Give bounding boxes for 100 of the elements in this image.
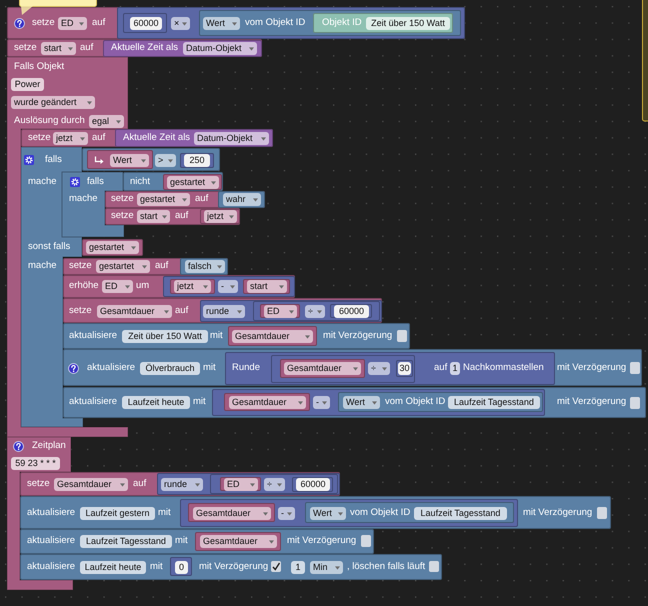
text-field: 1 (291, 560, 305, 574)
block-label: aktualisiere (69, 329, 118, 343)
arithmetic-block (253, 301, 380, 321)
dropdown: ED (102, 280, 133, 292)
variable-block (243, 279, 290, 294)
text-field: Ölverbrauch (140, 362, 200, 374)
variable-block (82, 239, 143, 256)
block-label: setze (27, 477, 50, 491)
dropdown: Wert (343, 396, 380, 408)
variable-block (220, 477, 261, 491)
dropdown: gestartet (137, 192, 190, 206)
text-field: 1 (450, 362, 460, 374)
text-field: Laufzeit Tagesstand (414, 506, 507, 520)
block-label: vom Objekt ID (350, 506, 410, 520)
block-label: aktualisiere (27, 506, 76, 520)
variable-block (188, 503, 275, 522)
compare-block (82, 148, 220, 171)
dropdown: ÷ (305, 304, 325, 318)
number-field: 250 (184, 154, 210, 166)
block-label: Nachkommastellen (463, 361, 544, 375)
block-label: sonst falls (28, 240, 70, 254)
number-field: 30 (398, 362, 411, 374)
current-time-block (103, 40, 262, 57)
block-label: mit (210, 329, 223, 343)
dropdown: Gesamtdauer (97, 304, 172, 318)
variable-block (228, 326, 317, 346)
block-label: auf (80, 41, 94, 55)
variable-block (87, 150, 153, 169)
text-field: Power (11, 78, 44, 90)
update-state-block (63, 387, 646, 418)
block-label: aktualisiere (87, 361, 136, 375)
block-label: mit Verzögerung (287, 534, 356, 548)
text-field: Laufzeit heute (122, 396, 190, 408)
set-variable-block (63, 298, 382, 323)
dropdown: gestartet (86, 240, 139, 254)
block-label: mit (203, 361, 216, 375)
set-variable-block (105, 208, 240, 225)
block-label: falls (45, 153, 62, 167)
dropdown: gestartet (96, 260, 150, 272)
dropdown: wurde geändert (11, 96, 95, 108)
dropdown: Datum-Objekt (183, 42, 257, 54)
number-field: 60000 (130, 16, 162, 30)
block-label: aktualisiere (27, 534, 76, 548)
variable-block (280, 359, 365, 378)
arithmetic-block (212, 389, 545, 416)
set-variable-block (63, 258, 228, 275)
dropdown: - (278, 506, 295, 520)
dropdown: Wert (110, 154, 149, 166)
update-state-block (63, 349, 642, 386)
object-id-block (313, 13, 453, 33)
dropdown: start (247, 280, 287, 292)
dropdown: Datum-Objekt (194, 132, 269, 144)
block-label: mache (28, 175, 57, 189)
update-state-block (63, 323, 410, 349)
dropdown: falsch (185, 260, 225, 272)
dropdown: Gesamtdauer (54, 478, 128, 490)
block-label: Aktuelle Zeit als (111, 41, 178, 55)
text-field: Laufzeit gestern (80, 506, 155, 520)
block-label: Aktuelle Zeit als (123, 131, 190, 145)
number-field: 0 (175, 560, 188, 574)
update-state-block (20, 529, 374, 554)
current-time-block (115, 129, 273, 147)
dropdown: jetzt (204, 210, 237, 222)
dropdown: ED (264, 304, 297, 318)
text-field: Zeit über 150 Watt (366, 16, 450, 30)
dropdown: × (171, 16, 190, 30)
block-label: auf (434, 361, 448, 375)
variable-block (260, 304, 300, 318)
dropdown: - (218, 280, 238, 292)
dropdown: Min (310, 560, 343, 574)
block-label: falls (87, 175, 104, 189)
arithmetic-block (180, 499, 518, 527)
block-label: mit Verzögerung (557, 395, 626, 409)
block-label: mit (193, 395, 206, 409)
dropdown: wahr (223, 192, 261, 206)
number-block (180, 153, 214, 168)
boolean-block (218, 191, 265, 208)
text-field: Laufzeit Tagesstand (80, 534, 172, 548)
arithmetic-block (271, 355, 415, 383)
round-block (200, 300, 382, 322)
dropdown: Gesamtdauer (229, 396, 306, 408)
number-field: 60000 (334, 304, 369, 318)
increment-block (63, 275, 295, 298)
block-label: mit (158, 506, 171, 520)
variable-block (200, 209, 240, 224)
variable-block (163, 174, 222, 190)
dropdown: Gesamtdauer (193, 506, 271, 520)
dropdown: Wert (310, 506, 346, 520)
block-label: Zeitplan (32, 439, 66, 453)
get-state-block (338, 392, 543, 412)
block-label: Auslösung durch (14, 114, 85, 128)
dropdown: Gesamtdauer (232, 330, 313, 342)
block-label: auf (133, 477, 146, 491)
block-label: vom Objekt ID (385, 395, 446, 409)
dropdown: start (41, 42, 76, 54)
block-label: aktualisiere (27, 560, 76, 574)
block-label: , löschen falls läuft (347, 560, 426, 574)
dropdown: Gesamtdauer (284, 362, 361, 374)
dropdown: runde (161, 478, 203, 490)
block-label: auf (155, 259, 168, 273)
